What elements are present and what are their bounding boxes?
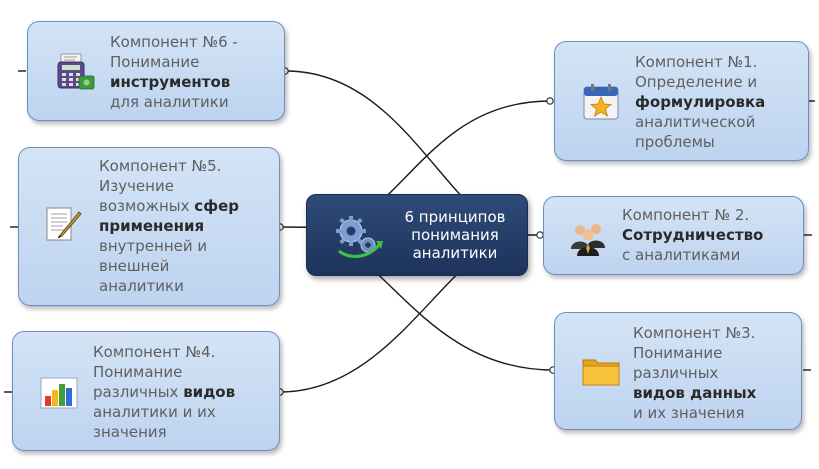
- gears-arrow-icon: [336, 216, 383, 258]
- text-segment: с аналитиками: [622, 246, 741, 264]
- bold-text: Сотрудничество: [622, 226, 764, 244]
- central-topic[interactable]: 6 принципов понимания аналитики: [306, 194, 528, 276]
- text-line: применения: [99, 216, 239, 236]
- text-line: аналитической: [635, 112, 765, 132]
- text-segment: Компонент № 2.: [622, 206, 750, 224]
- text-segment: возможных: [99, 197, 195, 215]
- component-1-node[interactable]: Компонент №1. Определение и формулировка ан…: [554, 41, 809, 161]
- component-6-node[interactable]: Компонент №6 - Понимание инструментов для а…: [27, 21, 285, 121]
- text-segment: Определение и: [635, 73, 758, 91]
- text-line: и их значения: [633, 403, 756, 423]
- text-segment: проблемы: [635, 133, 715, 151]
- text-line: различных видов: [93, 382, 235, 402]
- text-line: различных: [633, 363, 756, 383]
- text-line: значения: [93, 422, 235, 442]
- text-segment: Понимание: [93, 363, 183, 381]
- text-line: Компонент №5.: [99, 156, 239, 176]
- text-segment: и их значения: [633, 404, 745, 422]
- component-6-text: Компонент №6 - Понимание инструментов для а…: [110, 32, 238, 112]
- text-segment: Компонент №3.: [633, 324, 756, 342]
- text-line: проблемы: [635, 132, 765, 152]
- bold-text: видов: [183, 383, 236, 401]
- text-line: Компонент №4.: [93, 342, 235, 362]
- component-2-node[interactable]: Компонент № 2. Сотрудничество с аналитикам…: [543, 196, 804, 275]
- text-segment: аналитики: [99, 277, 184, 295]
- text-line: инструментов: [110, 72, 238, 92]
- text-segment: для аналитики: [110, 93, 229, 111]
- text-line: возможных сфер: [99, 196, 239, 216]
- text-line: Понимание: [110, 52, 238, 72]
- component-2-text: Компонент № 2. Сотрудничество с аналитикам…: [622, 205, 763, 265]
- text-segment: внутренней и: [99, 237, 208, 255]
- central-topic-text: 6 принципов понимания аналитики: [404, 208, 506, 262]
- text-segment: Компонент №1.: [635, 53, 758, 71]
- text-segment: Понимание: [633, 344, 723, 362]
- component-3-node[interactable]: Компонент №3. Понимание различных видов дан…: [554, 312, 802, 430]
- text-segment: внешней: [99, 257, 170, 275]
- text-segment: различных: [93, 383, 184, 401]
- bold-text: видов данных: [633, 384, 757, 402]
- bold-text: формулировка: [635, 93, 766, 111]
- calculator-cash-icon: [57, 53, 95, 90]
- text-line: для аналитики: [110, 92, 238, 112]
- text-line: формулировка: [635, 92, 765, 112]
- bold-text: применения: [99, 217, 205, 235]
- folder-icon: [582, 359, 620, 386]
- text-line: внешней: [99, 256, 239, 276]
- text-line: внутренней и: [99, 236, 239, 256]
- text-segment: Понимание: [110, 53, 200, 71]
- text-line: аналитики и их: [93, 402, 235, 422]
- text-line: Компонент №3.: [633, 323, 756, 343]
- text-line: аналитики: [99, 276, 239, 296]
- component-1-text: Компонент №1. Определение и формулировка ан…: [635, 52, 765, 152]
- text-segment: Изучение: [99, 177, 174, 195]
- document-pen-icon: [46, 207, 82, 241]
- text-line: Понимание: [633, 343, 756, 363]
- text-segment: значения: [93, 423, 167, 441]
- text-segment: аналитики и их: [93, 403, 216, 421]
- text-line: с аналитиками: [622, 245, 763, 265]
- text-segment: аналитической: [635, 113, 756, 131]
- calendar-star-icon: [583, 84, 619, 120]
- text-segment: Компонент №6 -: [110, 33, 238, 51]
- text-line: видов данных: [633, 383, 756, 403]
- text-segment: различных: [633, 364, 719, 382]
- connector-dot-c1: [546, 97, 554, 105]
- component-3-text: Компонент №3. Понимание различных видов дан…: [633, 323, 756, 423]
- bar-chart-icon: [40, 377, 78, 409]
- text-line: Изучение: [99, 176, 239, 196]
- text-segment: Компонент №4.: [93, 343, 216, 361]
- text-line: Компонент №6 -: [110, 32, 238, 52]
- text-line: Компонент №1.: [635, 52, 765, 72]
- bold-text: сфер: [194, 197, 239, 215]
- text-segment: Компонент №5.: [99, 157, 222, 175]
- text-line: Компонент № 2.: [622, 205, 763, 225]
- text-line: Определение и: [635, 72, 765, 92]
- people-group-icon: [571, 224, 605, 256]
- text-line: Понимание: [93, 362, 235, 382]
- bold-text: инструментов: [110, 73, 231, 91]
- text-line: Сотрудничество: [622, 225, 763, 245]
